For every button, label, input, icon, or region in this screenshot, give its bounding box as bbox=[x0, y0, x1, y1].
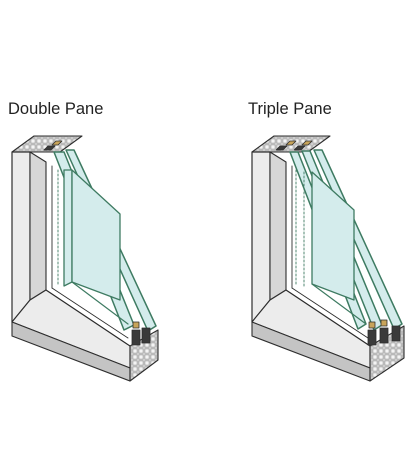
double-frame-bead bbox=[45, 161, 131, 347]
double-top-frame-section bbox=[11, 135, 83, 153]
double-pane-caption: Double Pane bbox=[8, 100, 104, 118]
double-left-jamb-face bbox=[11, 151, 31, 323]
double-glass-area bbox=[71, 169, 121, 301]
triple-top-spacers bbox=[275, 140, 313, 151]
double-left-jamb-side bbox=[29, 151, 47, 301]
triple-left-jamb-face bbox=[251, 151, 271, 323]
double-top-spacers bbox=[43, 140, 63, 151]
double-bottom-spacers bbox=[131, 321, 151, 346]
triple-pane-caption: Triple Pane bbox=[248, 100, 332, 118]
double-pane-window-icon bbox=[11, 135, 159, 382]
triple-left-jamb-side bbox=[269, 151, 287, 301]
triple-glass-area bbox=[311, 171, 355, 301]
triple-pane-window-icon bbox=[251, 135, 405, 382]
triple-frame-bead bbox=[285, 161, 371, 347]
triple-bottom-spacers bbox=[367, 319, 401, 346]
